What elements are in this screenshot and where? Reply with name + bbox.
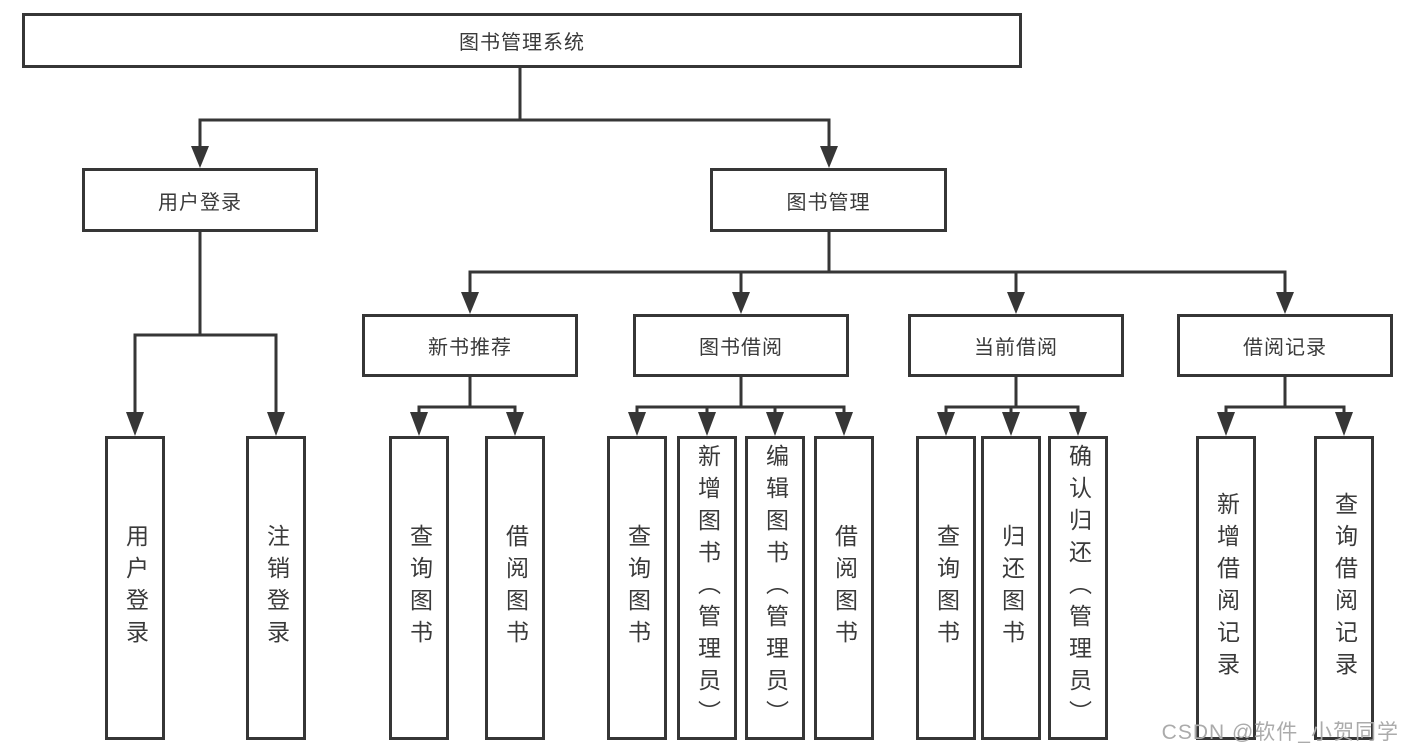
node-label: 归还图书 xyxy=(998,524,1025,652)
leaf-query-borrow-record: 查询借阅记录 xyxy=(1314,436,1374,740)
leaf-add-borrow-record: 新增借阅记录 xyxy=(1196,436,1256,740)
leaf-return-books: 归还图书 xyxy=(981,436,1041,740)
node-label: 编辑图书（管理员） xyxy=(762,444,789,732)
leaf-confirm-return-admin: 确认归还（管理员） xyxy=(1048,436,1108,740)
leaf-add-book-admin: 新增图书（管理员） xyxy=(677,436,737,740)
node-label: 新增图书（管理员） xyxy=(694,444,721,732)
node-current-borrowing: 当前借阅 xyxy=(908,314,1124,377)
node-label: 当前借阅 xyxy=(974,337,1058,359)
node-label: 新增借阅记录 xyxy=(1213,492,1240,684)
node-label: 图书管理系统 xyxy=(459,32,585,54)
node-label: 注销登录 xyxy=(263,524,290,652)
leaf-query-books-recommend: 查询图书 xyxy=(389,436,449,740)
node-label: 图书管理 xyxy=(786,191,871,214)
node-new-book-recommendation: 新书推荐 xyxy=(362,314,578,377)
leaf-query-books-current: 查询图书 xyxy=(916,436,976,740)
leaf-logout: 注销登录 xyxy=(246,436,306,740)
csdn-watermark: CSDN @软件_小贺同学 xyxy=(1161,721,1399,744)
node-library-management-system: 图书管理系统 xyxy=(22,13,1022,68)
node-label: 查询图书 xyxy=(624,524,651,652)
node-label: 图书借阅 xyxy=(699,337,783,359)
node-user-login: 用户登录 xyxy=(82,168,318,232)
node-label: 查询图书 xyxy=(406,524,433,652)
leaf-query-books-borrow: 查询图书 xyxy=(607,436,667,740)
node-book-management: 图书管理 xyxy=(710,168,947,232)
leaf-edit-book-admin: 编辑图书（管理员） xyxy=(745,436,805,740)
node-label: 用户登录 xyxy=(158,191,242,214)
node-book-borrowing: 图书借阅 xyxy=(633,314,849,377)
leaf-borrow-books: 借阅图书 xyxy=(814,436,874,740)
node-label: 用户登录 xyxy=(122,524,149,652)
node-label: 借阅图书 xyxy=(831,524,858,652)
leaf-borrow-books-recommend: 借阅图书 xyxy=(485,436,545,740)
leaf-user-login: 用户登录 xyxy=(105,436,165,740)
node-label: 确认归还（管理员） xyxy=(1065,444,1092,732)
node-label: 查询借阅记录 xyxy=(1331,492,1358,684)
node-label: 新书推荐 xyxy=(428,337,512,359)
node-label: 借阅图书 xyxy=(502,524,529,652)
node-label: 查询图书 xyxy=(933,524,960,652)
node-label: 借阅记录 xyxy=(1243,337,1327,359)
node-borrowing-records: 借阅记录 xyxy=(1177,314,1393,377)
